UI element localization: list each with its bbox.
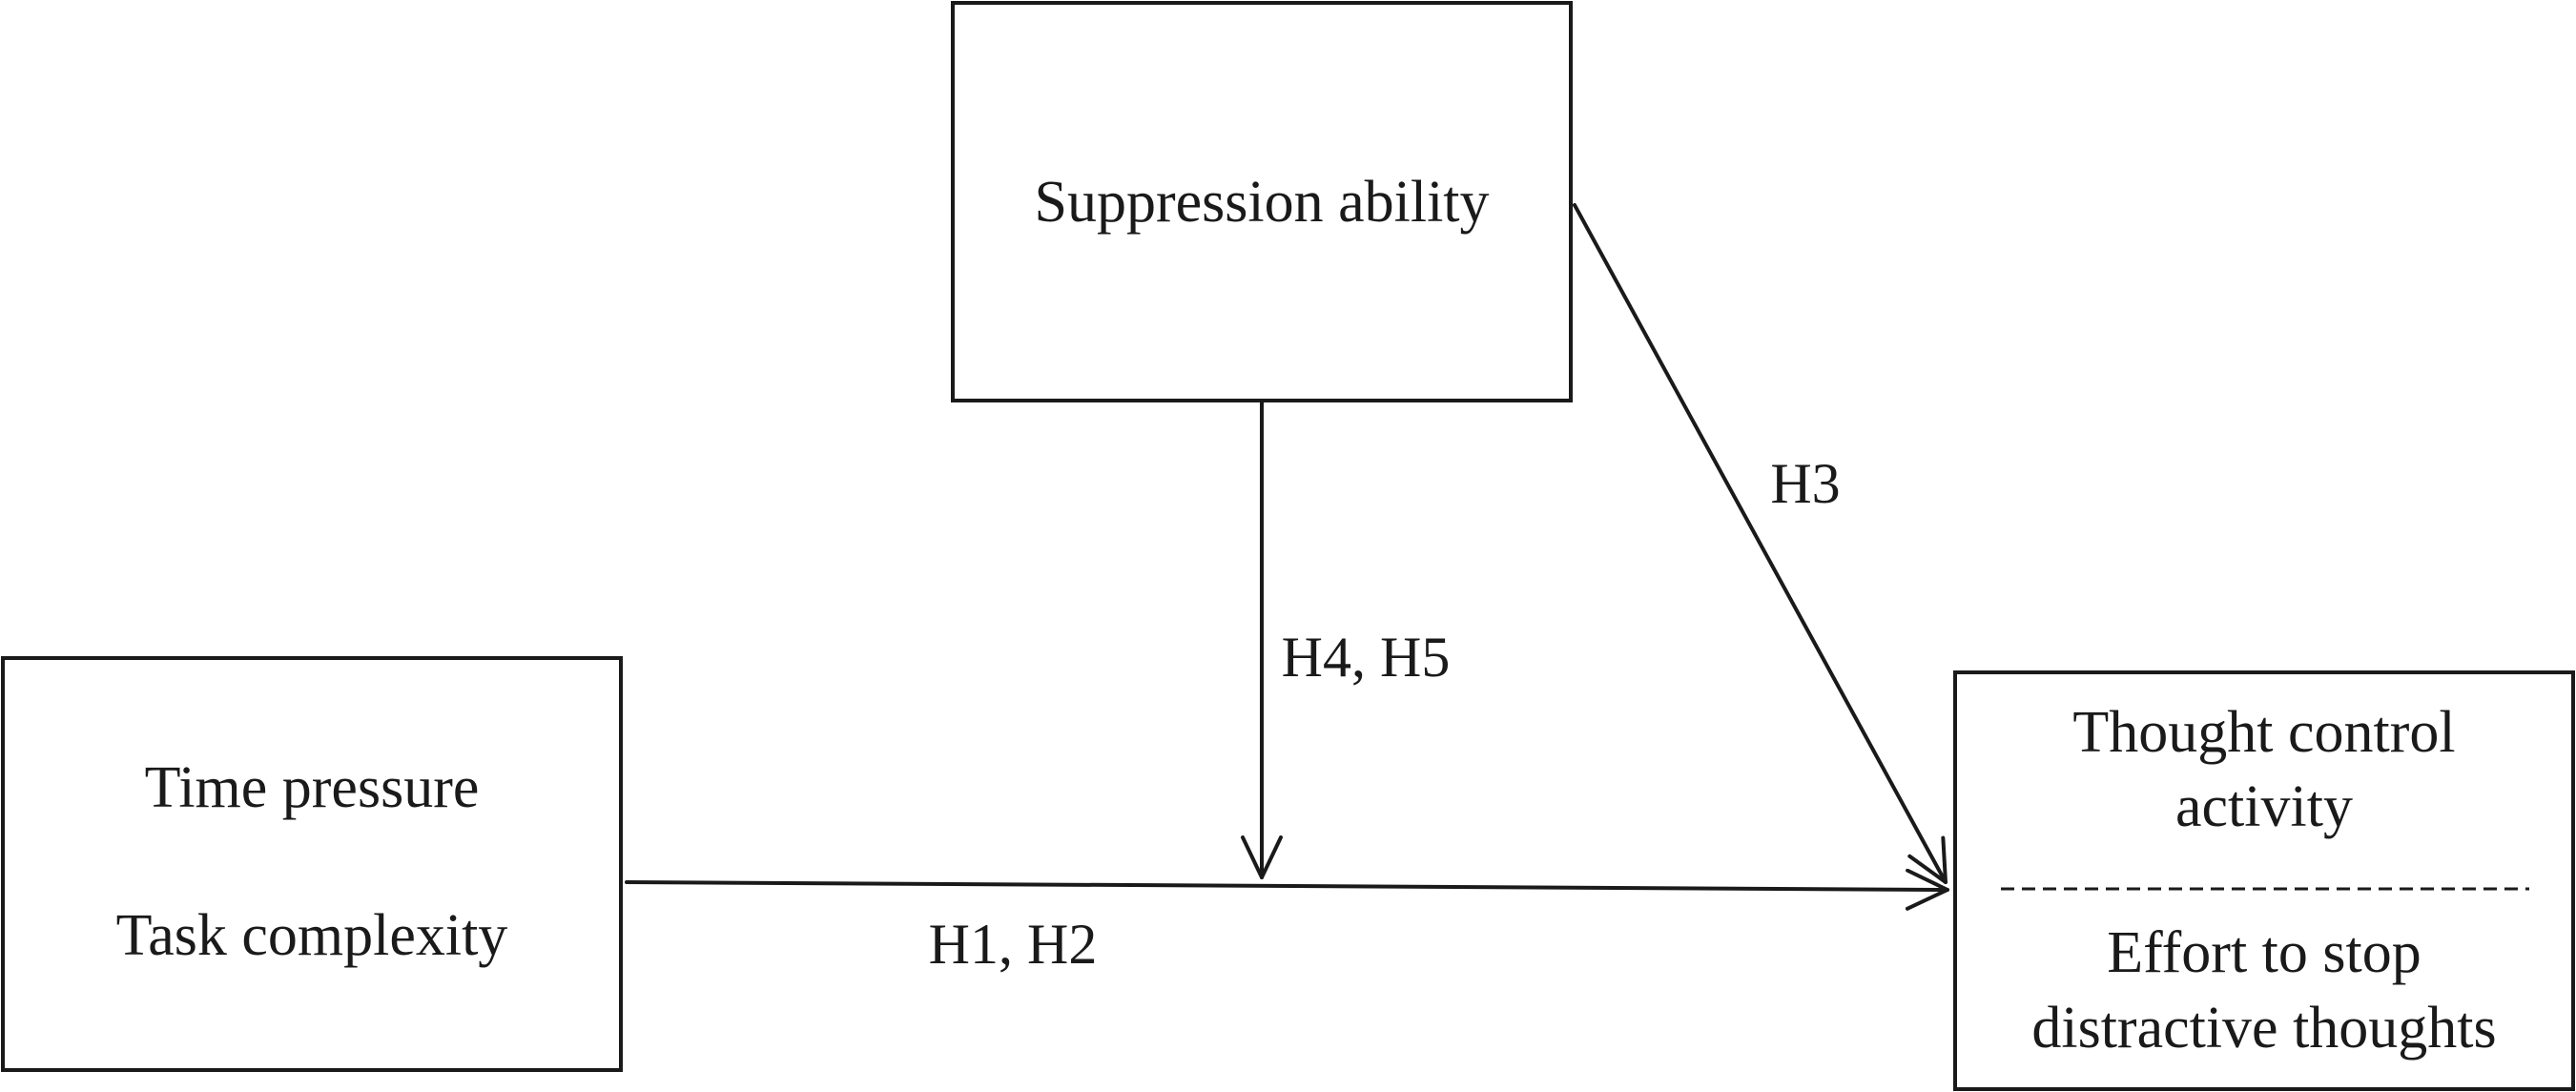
edge-moderation: H4, H5: [1241, 401, 1451, 879]
node-time-pressure-label: Time pressure: [145, 755, 480, 820]
node-effort-label: Effort to stop: [2107, 920, 2421, 985]
node-suppression-ability-label: Suppression ability: [1034, 170, 1489, 235]
node-activity-label: activity: [2175, 774, 2353, 839]
node-suppression-ability: Suppression ability: [951, 1, 1573, 402]
edge-suppression-effect: H3: [1573, 203, 1947, 884]
edge-suppression-effect-line: [1573, 203, 1947, 884]
node-thought-control-label: Thought control: [2072, 700, 2455, 765]
node-predictors-box: [1, 656, 623, 1072]
node-suppression-ability-box: [951, 1, 1573, 402]
node-outcome: Thought control activity Effort to stop …: [1953, 670, 2575, 1091]
edge-moderation-label: H4, H5: [1282, 626, 1451, 689]
edge-direct-line: [625, 868, 1949, 911]
node-predictors: Time pressure Task complexity: [1, 656, 623, 1072]
edge-direct: H1, H2: [625, 868, 1949, 976]
node-outcome-box: [1953, 670, 2575, 1091]
node-distractive-thoughts-label: distractive thoughts: [2031, 996, 2496, 1061]
node-task-complexity-label: Task complexity: [116, 903, 508, 968]
edge-suppression-effect-label: H3: [1770, 452, 1840, 515]
edge-direct-label: H1, H2: [929, 913, 1098, 976]
